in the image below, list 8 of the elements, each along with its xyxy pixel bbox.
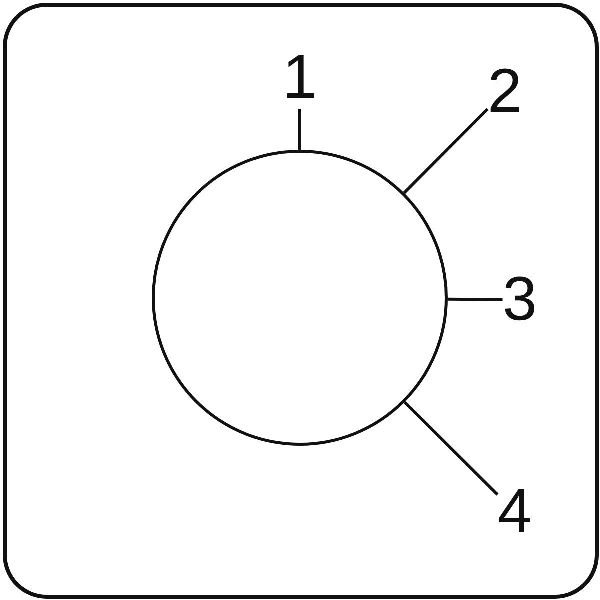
position-number: 4: [498, 481, 532, 543]
tick-mark: [404, 401, 499, 496]
position-number: 3: [502, 269, 538, 331]
position-number: 2: [488, 61, 522, 123]
tick-mark: [403, 108, 489, 194]
position-number: 1: [282, 47, 318, 109]
tick-mark: [448, 298, 503, 302]
tick-mark: [298, 109, 302, 150]
